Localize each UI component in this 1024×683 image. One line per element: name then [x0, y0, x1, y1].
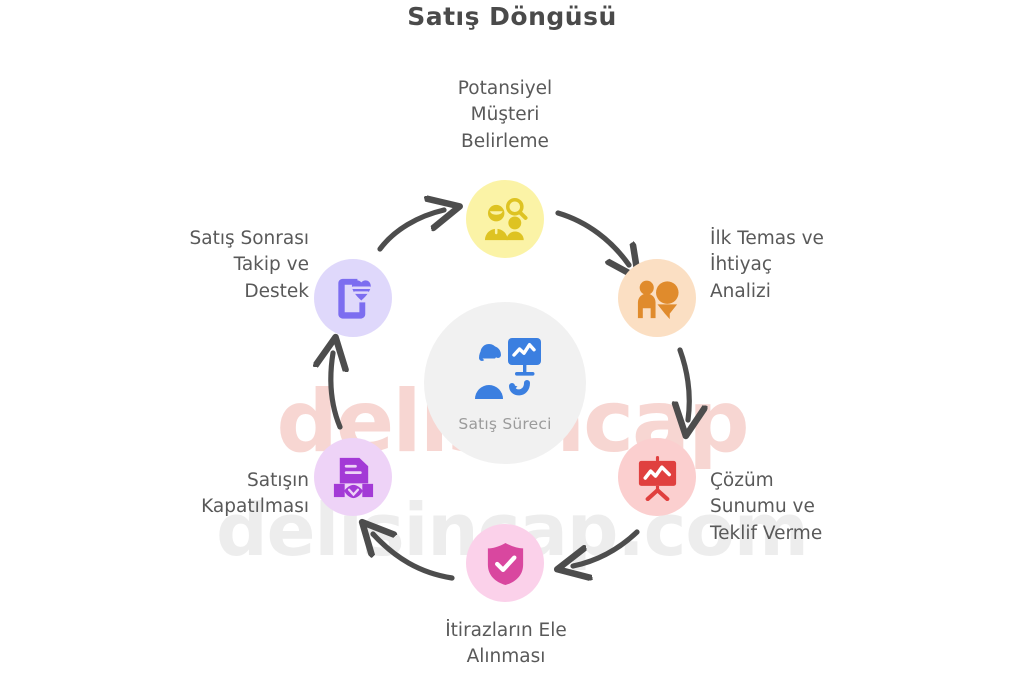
presentation-chart-icon — [638, 455, 676, 501]
node-label-first-contact: İlk Temas ve İhtiyaç Analizi — [710, 228, 824, 302]
node-first-contact[interactable] — [618, 259, 696, 337]
arrow-3-to-4 — [573, 529, 640, 566]
hub-center: Satış Süreci — [424, 302, 586, 464]
node-after-sales-support[interactable] — [314, 259, 392, 337]
node-closing-sale[interactable] — [314, 438, 392, 516]
people-search-icon — [484, 197, 528, 240]
node-solution-presentation[interactable] — [618, 438, 696, 516]
node-label-after-sales-support: Satış Sonrası Takip ve Destek — [189, 228, 309, 302]
node-objection-handling[interactable] — [466, 524, 544, 602]
node-lead-identification[interactable] — [466, 180, 544, 258]
sales-process-icon — [475, 337, 541, 399]
node-label-solution-presentation: Çözüm Sunumu ve Teklif Verme — [710, 470, 823, 544]
arrow-4-to-5 — [373, 534, 455, 581]
hub-label: Satış Süreci — [458, 414, 552, 433]
node-label-lead-identification: Potansiyel Müşteri Belirleme — [457, 78, 553, 152]
arrow-2-to-3 — [680, 347, 689, 420]
arrow-6-to-1 — [377, 210, 444, 252]
node-label-objection-handling: İtirazların Ele Alınması — [445, 620, 567, 668]
document-handshake-icon — [333, 457, 373, 498]
phone-heart-icon — [337, 278, 371, 319]
node-label-closing-sale: Satışın Kapatılması — [201, 470, 309, 518]
page-title: Satış Döngüsü — [407, 2, 617, 31]
arrow-1-to-2 — [555, 210, 629, 265]
person-funnel-icon — [637, 280, 679, 319]
arrow-5-to-6 — [331, 353, 340, 430]
shield-check-icon — [487, 542, 523, 585]
